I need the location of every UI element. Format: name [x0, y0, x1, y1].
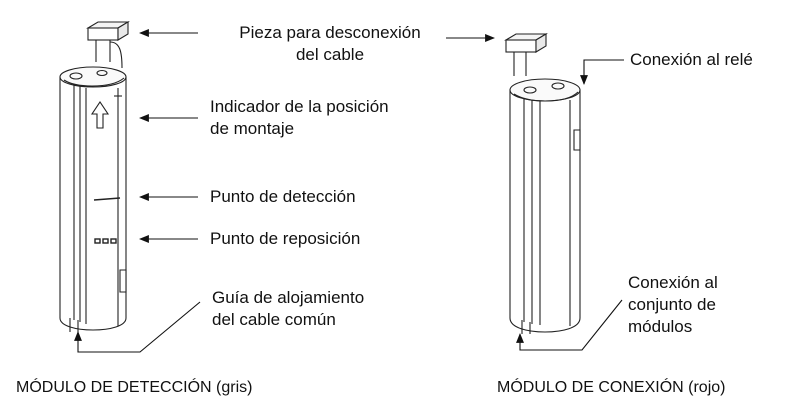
label-reset-point: Punto de reposición — [210, 229, 361, 248]
label-common-cable-guide: Guía de alojamiento del cable común — [212, 288, 365, 329]
arrow-common-cable-guide — [74, 301, 201, 353]
caption-connection-module-title: MÓDULO DE CONEXIÓN — [497, 379, 684, 396]
connection-module — [504, 33, 581, 334]
caption-connection-module-color: (rojo) — [688, 379, 726, 396]
arrow-module-set-connection — [516, 299, 623, 351]
label-relay-connection: Conexión al relé — [630, 50, 753, 69]
caption-detection-module: MÓDULO DE DETECCIÓN (gris) — [16, 378, 252, 398]
caption-detection-module-title: MÓDULO DE DETECCIÓN — [16, 379, 212, 396]
detection-module — [59, 21, 130, 332]
reset-point-mark — [94, 238, 117, 244]
callout-arrows — [74, 29, 624, 353]
detection-body — [59, 77, 127, 332]
caption-connection-module: MÓDULO DE CONEXIÓN (rojo) — [497, 378, 725, 398]
mounting-arrow-mark — [90, 101, 110, 129]
label-module-set-connection: Conexión al conjunto de módulos — [628, 273, 718, 336]
arrow-relay-connection — [580, 59, 624, 85]
label-detection-point: Punto de detección — [210, 187, 356, 206]
release-tab-right — [504, 33, 548, 76]
caption-detection-module-color: (gris) — [216, 379, 253, 396]
detection-point-mark — [93, 197, 121, 201]
connection-body — [509, 90, 581, 334]
label-cable-release: Pieza para desconexión del cable — [239, 23, 421, 64]
body-top — [59, 66, 127, 88]
body-top-right — [509, 78, 581, 102]
release-tab — [86, 21, 130, 69]
label-mounting-indicator: Indicador de la posición de montaje — [210, 97, 389, 138]
